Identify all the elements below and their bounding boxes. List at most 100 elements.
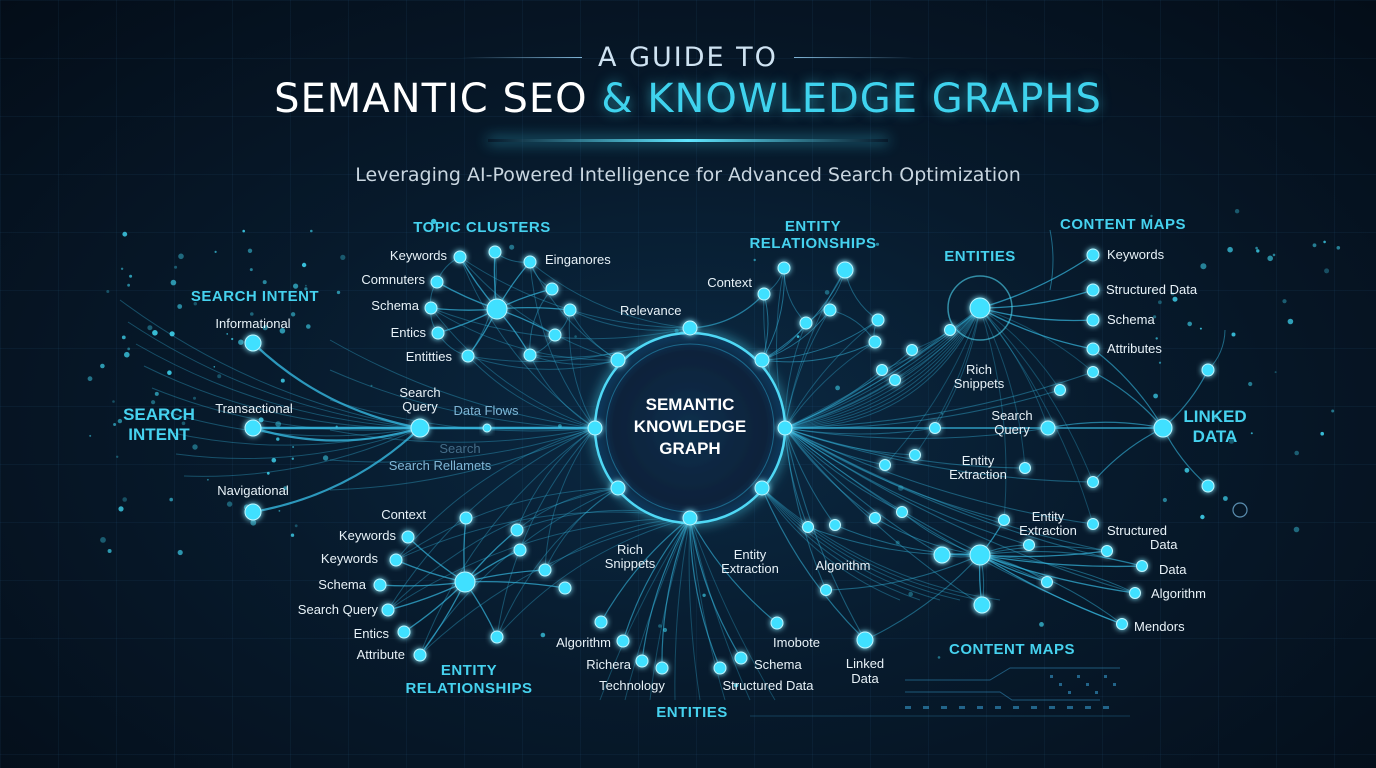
particle bbox=[87, 376, 93, 382]
particle bbox=[1153, 393, 1158, 399]
graph-edge bbox=[544, 427, 596, 571]
graph-node bbox=[616, 634, 630, 648]
label-tc-comnuters: Comnuters bbox=[361, 272, 425, 287]
particle bbox=[1324, 268, 1330, 274]
particle bbox=[113, 423, 117, 426]
graph-edge bbox=[395, 511, 691, 561]
graph-node bbox=[1019, 462, 1031, 474]
label-search-query-2: Query bbox=[402, 399, 438, 414]
header-entity-relationships-top-2: RELATIONSHIPS bbox=[749, 235, 876, 252]
graph-node bbox=[770, 616, 784, 630]
graph-edge bbox=[761, 487, 866, 641]
graph-edge bbox=[784, 427, 1143, 567]
graph-edge bbox=[151, 387, 421, 431]
label-linked-data-b2: Data bbox=[851, 671, 879, 686]
decor-ring bbox=[1232, 502, 1248, 518]
particle bbox=[895, 540, 900, 545]
graph-edge bbox=[807, 526, 981, 556]
graph-node bbox=[868, 335, 882, 349]
particle bbox=[276, 437, 280, 441]
graph-edge bbox=[784, 269, 846, 429]
graph-edge bbox=[761, 487, 901, 601]
particle bbox=[107, 549, 112, 553]
particle bbox=[1200, 514, 1205, 520]
particle bbox=[292, 446, 295, 448]
particle bbox=[275, 421, 282, 427]
graph-edge bbox=[624, 517, 691, 701]
graph-edge bbox=[529, 288, 553, 356]
graph-node bbox=[876, 364, 888, 376]
graph-edge bbox=[784, 307, 981, 429]
graph-node bbox=[1086, 248, 1100, 262]
graph-edge bbox=[784, 309, 831, 429]
graph-node bbox=[1040, 420, 1056, 436]
kicker-line-right bbox=[794, 57, 914, 58]
graph-edge bbox=[419, 487, 619, 656]
graph-edge bbox=[979, 554, 1123, 625]
label-search-faint: Search bbox=[439, 441, 480, 456]
graph-edge bbox=[979, 307, 1049, 429]
label-tc-entics: Entics bbox=[391, 325, 427, 340]
graph-node bbox=[431, 326, 445, 340]
graph-edge bbox=[979, 289, 1094, 309]
graph-node bbox=[488, 245, 502, 259]
label-search-query-right-1: Search bbox=[991, 408, 1032, 423]
graph-edge bbox=[135, 343, 421, 429]
particle bbox=[941, 412, 944, 415]
graph-nodes bbox=[244, 245, 1215, 675]
graph-edge bbox=[1207, 329, 1226, 371]
particle bbox=[1170, 291, 1175, 296]
label-mendors: Mendors bbox=[1134, 619, 1185, 634]
graph-edge bbox=[689, 517, 776, 701]
graph-node bbox=[635, 654, 649, 668]
particle bbox=[290, 533, 295, 537]
particle bbox=[238, 339, 244, 345]
graph-edge bbox=[979, 307, 1094, 483]
particle bbox=[174, 265, 178, 269]
particle bbox=[1293, 526, 1300, 533]
particle bbox=[340, 254, 346, 260]
label-bl-context: Context bbox=[381, 507, 426, 522]
particle bbox=[662, 627, 668, 633]
particle bbox=[1323, 240, 1326, 244]
hud-dot bbox=[1050, 675, 1053, 678]
graph-edge bbox=[784, 341, 876, 429]
label-tc-einganores: Einganores bbox=[545, 252, 611, 267]
label-tc-schema: Schema bbox=[371, 298, 419, 313]
header-linked-data-2: DATA bbox=[1193, 427, 1238, 446]
hud-dot bbox=[905, 706, 911, 709]
label-tc-entitties: Entitties bbox=[406, 349, 453, 364]
graph-edge bbox=[894, 307, 981, 381]
label-algorithm-right: Algorithm bbox=[1151, 586, 1206, 601]
graph-node bbox=[563, 303, 577, 317]
graph-edge bbox=[784, 427, 1026, 469]
graph-node bbox=[1054, 384, 1066, 396]
graph-edge bbox=[387, 517, 691, 611]
graph-edge bbox=[784, 307, 981, 429]
graph-node bbox=[244, 419, 262, 437]
particle bbox=[266, 471, 270, 475]
graph-edge bbox=[252, 427, 421, 514]
graph-edge bbox=[395, 487, 619, 561]
graph-node bbox=[244, 334, 262, 352]
header-topic-clusters: TOPIC CLUSTERS bbox=[413, 219, 551, 236]
graph-node bbox=[655, 661, 669, 675]
particle bbox=[214, 250, 217, 253]
label-entity-extraction-1: Entity bbox=[962, 453, 995, 468]
hud-dot bbox=[1113, 683, 1116, 686]
graph-edge bbox=[979, 554, 1143, 568]
label-navigational: Navigational bbox=[217, 483, 289, 498]
hud-dot bbox=[923, 706, 929, 709]
graph-edge bbox=[761, 487, 981, 601]
graph-node bbox=[757, 287, 771, 301]
graph-edge bbox=[783, 267, 807, 324]
graph-edge bbox=[784, 427, 876, 519]
header-entities-right: ENTITIES bbox=[944, 248, 1016, 265]
particle bbox=[121, 335, 126, 340]
graph-node bbox=[401, 530, 415, 544]
graph-edge bbox=[784, 379, 896, 429]
graph-edge bbox=[784, 427, 1005, 521]
center-title-line-1: SEMANTIC bbox=[646, 395, 735, 414]
particle bbox=[1272, 253, 1276, 257]
